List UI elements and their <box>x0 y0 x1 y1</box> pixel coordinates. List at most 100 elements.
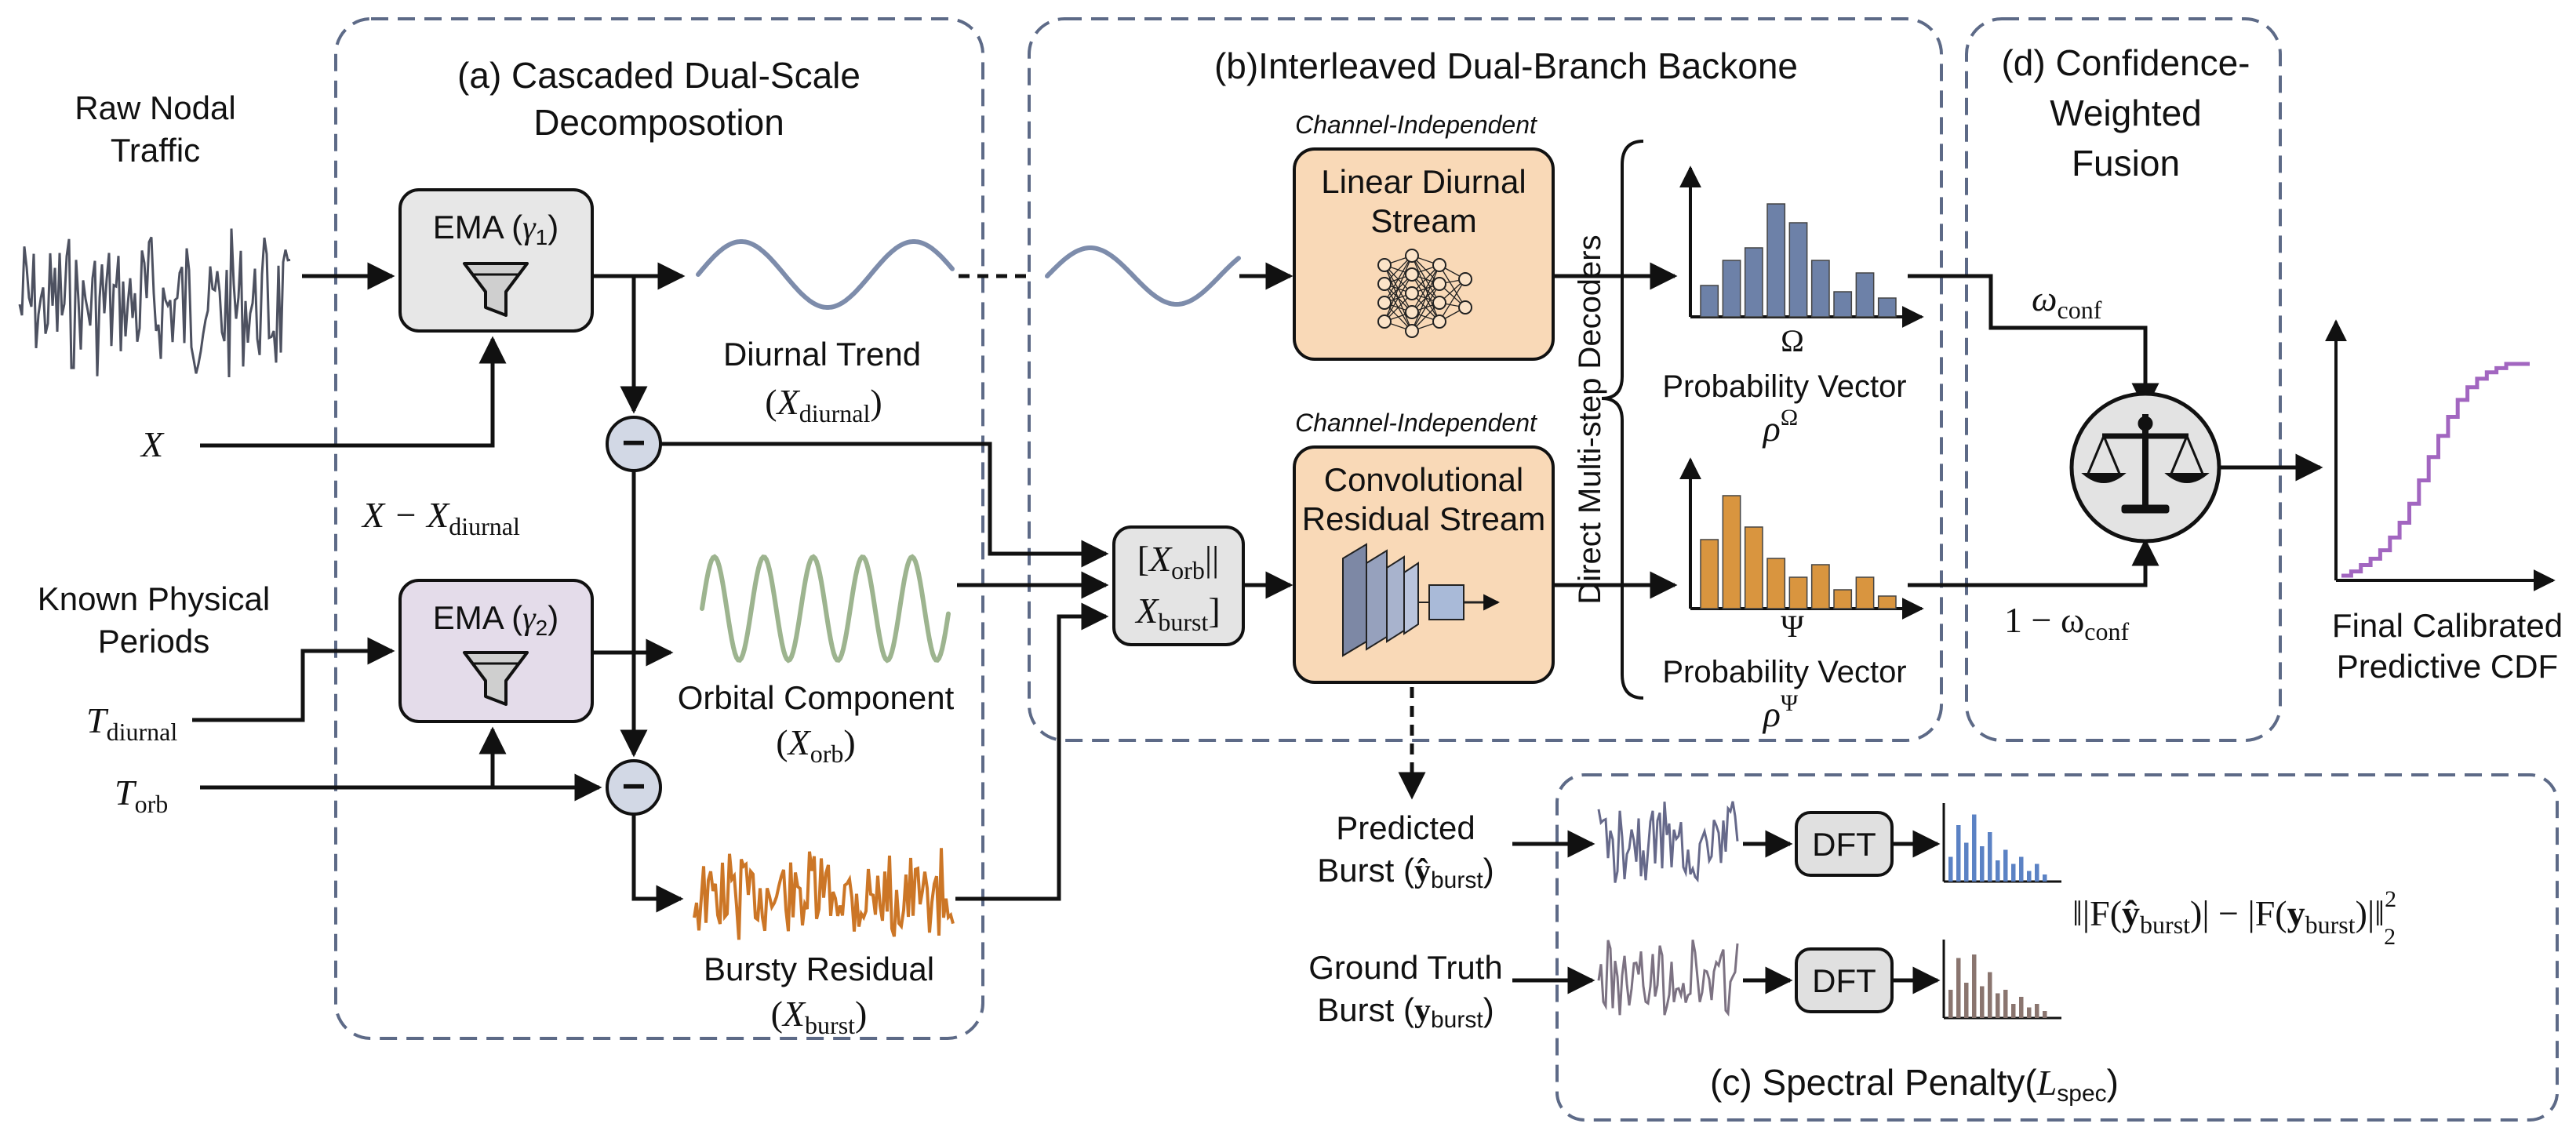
diurnal-line <box>696 239 955 310</box>
t-orb-label: Torb <box>115 773 168 818</box>
burst-symbol: (Xburst) <box>771 994 868 1039</box>
final-cdf-line2: Predictive CDF <box>2337 648 2558 685</box>
ground-truth-spectrum-bar <box>2003 990 2008 1018</box>
ground-truth-spectrum-bar <box>1980 986 1985 1018</box>
diurnal-trend-label: Diurnal Trend <box>723 336 921 373</box>
ground-truth-line2: Burst (yburst) <box>1317 991 1494 1033</box>
rho-psi: ρΨ <box>1762 690 1799 734</box>
nn-node <box>1432 314 1446 329</box>
diurnal-line <box>1045 245 1241 307</box>
balance-scale-icon <box>2081 414 2210 514</box>
x-minus-xdiurnal: X − Xdiurnal <box>361 495 520 540</box>
ema2-label: EMA (γ2) <box>433 599 559 640</box>
rho-omega: ρΩ <box>1762 405 1798 449</box>
nn-node <box>1377 277 1392 291</box>
raw-traffic-line <box>18 228 291 378</box>
conv-stream-line1: Convolutional <box>1324 461 1524 498</box>
psi-bar <box>1744 526 1763 609</box>
psi-histogram <box>1679 457 1924 620</box>
ground-truth-spectrum-bar <box>2043 1011 2047 1018</box>
burst-line <box>693 848 955 940</box>
nn-edge <box>1384 274 1413 322</box>
nn-node <box>1458 272 1472 286</box>
linear-stream-line2: Stream <box>1370 202 1476 239</box>
known-periods-line1: Known Physical <box>38 580 270 617</box>
section-a-arrows <box>192 262 1109 913</box>
omega-conf-label: ωconf <box>2032 278 2102 324</box>
predicted-burst-line2: Burst (ŷburst) <box>1317 852 1494 893</box>
ground-truth-spectrum <box>1942 940 2061 1020</box>
section-a-title-line1: (a) Cascaded Dual-Scale <box>457 55 860 96</box>
psi-bar <box>1788 576 1808 609</box>
ground-truth-spectrum-bar <box>1948 990 1953 1018</box>
predicted-burst-line1: Predicted <box>1336 809 1475 846</box>
ground-truth-line1: Ground Truth <box>1308 949 1502 986</box>
cdf-line <box>2341 362 2530 578</box>
predicted-spectrum-bar <box>2011 863 2016 882</box>
ground-truth-spectrum-bar <box>2027 1007 2032 1018</box>
predicted-burst-signal <box>1597 801 1739 883</box>
diurnal-wave-2 <box>1045 245 1241 307</box>
burst-wave <box>693 848 955 940</box>
omega-bar <box>1766 203 1786 318</box>
orbital-line <box>700 554 951 664</box>
nn-edge <box>1384 255 1413 322</box>
ground-truth-burst-line <box>1597 940 1739 1017</box>
psi-bar <box>1810 564 1830 609</box>
predicted-spectrum-bar <box>1980 846 1985 882</box>
stream-arrows <box>1553 262 1678 599</box>
nn-edge <box>1439 264 1466 308</box>
nn-node <box>1405 324 1419 338</box>
omega-symbol: Ω <box>1781 323 1804 358</box>
minus-symbol-2: − <box>622 764 646 809</box>
nn-node <box>1432 277 1446 291</box>
decoders-label: Direct Multi-step Decoders <box>1573 235 1607 604</box>
ema1-box <box>398 188 594 333</box>
filter-icon <box>463 262 529 317</box>
nn-node <box>1458 300 1472 314</box>
predicted-spectrum-bar <box>1972 814 1977 882</box>
nn-edge <box>1411 264 1440 313</box>
neural-network-icon <box>1377 249 1472 338</box>
ground-truth-spectrum-bar <box>1964 983 1969 1018</box>
omega-bar <box>1700 285 1719 318</box>
predicted-spectrum <box>1942 803 2061 883</box>
cnn-icon <box>1342 543 1501 657</box>
ground-truth-spectrum-bar <box>2019 997 2024 1018</box>
section-b-title: (b)Interleaved Dual-Branch Backone <box>1214 45 1798 86</box>
psi-bar <box>1877 595 1897 609</box>
diurnal-wave-1 <box>696 239 955 310</box>
linear-diurnal-stream-box <box>1293 147 1555 361</box>
nn-edge <box>1411 264 1440 332</box>
omega-bar <box>1722 260 1741 318</box>
nn-node <box>1405 305 1419 319</box>
ground-truth-spectrum-bar <box>2035 1004 2039 1018</box>
final-cdf-line1: Final Calibrated <box>2332 607 2563 644</box>
dft-box-2 <box>1795 947 1894 1013</box>
filter-icon <box>463 651 529 706</box>
dft-box-1 <box>1795 811 1894 877</box>
predicted-spectrum-bar <box>1988 832 1992 882</box>
psi-bar <box>1833 589 1853 609</box>
section-a-box <box>334 17 984 1040</box>
psi-symbol: Ψ <box>1781 609 1804 644</box>
predicted-spectrum-bar <box>2035 863 2039 882</box>
nn-node <box>1377 314 1392 329</box>
nn-node <box>1405 267 1419 282</box>
ground-truth-spectrum-bar <box>2011 1004 2016 1018</box>
spectral-arrows <box>1512 830 1941 994</box>
omega-bar <box>1744 247 1763 318</box>
one-minus-omega-conf-label: 1 − ωconf <box>2004 600 2129 645</box>
ground-truth-spectrum-bar <box>1988 972 1992 1018</box>
raw-traffic-line2: Traffic <box>111 132 200 169</box>
nn-node <box>1432 258 1446 272</box>
omega-histogram <box>1679 165 1924 328</box>
raw-traffic-signal <box>18 228 291 378</box>
predicted-burst-line <box>1597 801 1739 883</box>
decoder-brace <box>1601 140 1644 700</box>
section-a-title-line2: Decomposotion <box>533 102 784 143</box>
nn-edge <box>1439 278 1466 322</box>
section-d-title-line3: Fusion <box>2072 143 2180 184</box>
